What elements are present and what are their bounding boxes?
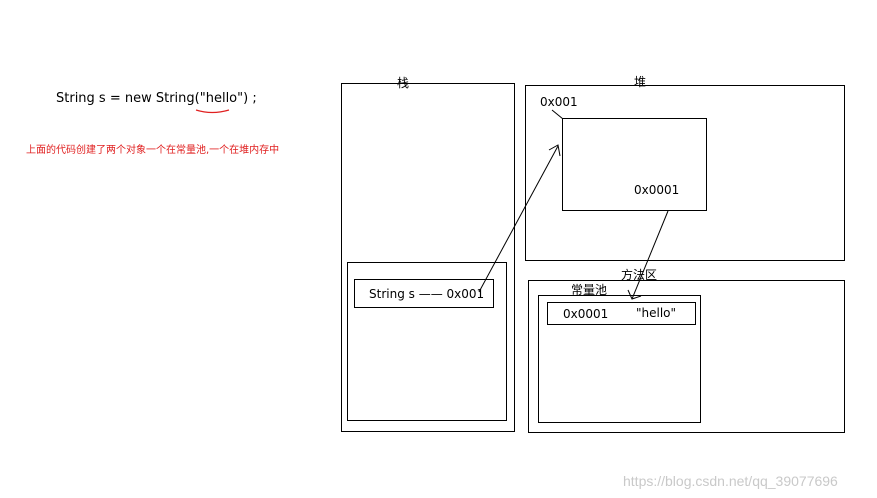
- stack-variable-text: String s —— 0x001: [369, 287, 485, 301]
- code-hello-literal: hello: [205, 91, 238, 106]
- code-line: String s = new String("hello") ;: [56, 91, 257, 106]
- heap-object-address: 0x001: [540, 95, 578, 109]
- watermark-url: https://blog.csdn.net/qq_39077696: [623, 473, 838, 489]
- method-area-region: [528, 280, 845, 433]
- pool-entry-address: 0x0001: [563, 307, 609, 321]
- explanation-note: 上面的代码创建了两个对象一个在常量池,一个在堆内存中: [26, 145, 280, 156]
- code-prefix: String s = new String(": [56, 91, 206, 106]
- constant-pool-title: 常量池: [571, 283, 608, 297]
- stack-frame: [347, 262, 507, 421]
- hello-underline: [195, 109, 230, 114]
- code-suffix: ") ;: [237, 91, 257, 106]
- constant-pool-entry: 0x0001 "hello": [547, 302, 696, 325]
- stack-variable-box: String s —— 0x001: [354, 279, 494, 308]
- heap-string-object: 0x0001: [562, 118, 707, 211]
- constant-pool-region: [538, 295, 701, 423]
- pool-entry-value: "hello": [636, 306, 677, 320]
- heap-inner-reference: 0x0001: [634, 183, 680, 197]
